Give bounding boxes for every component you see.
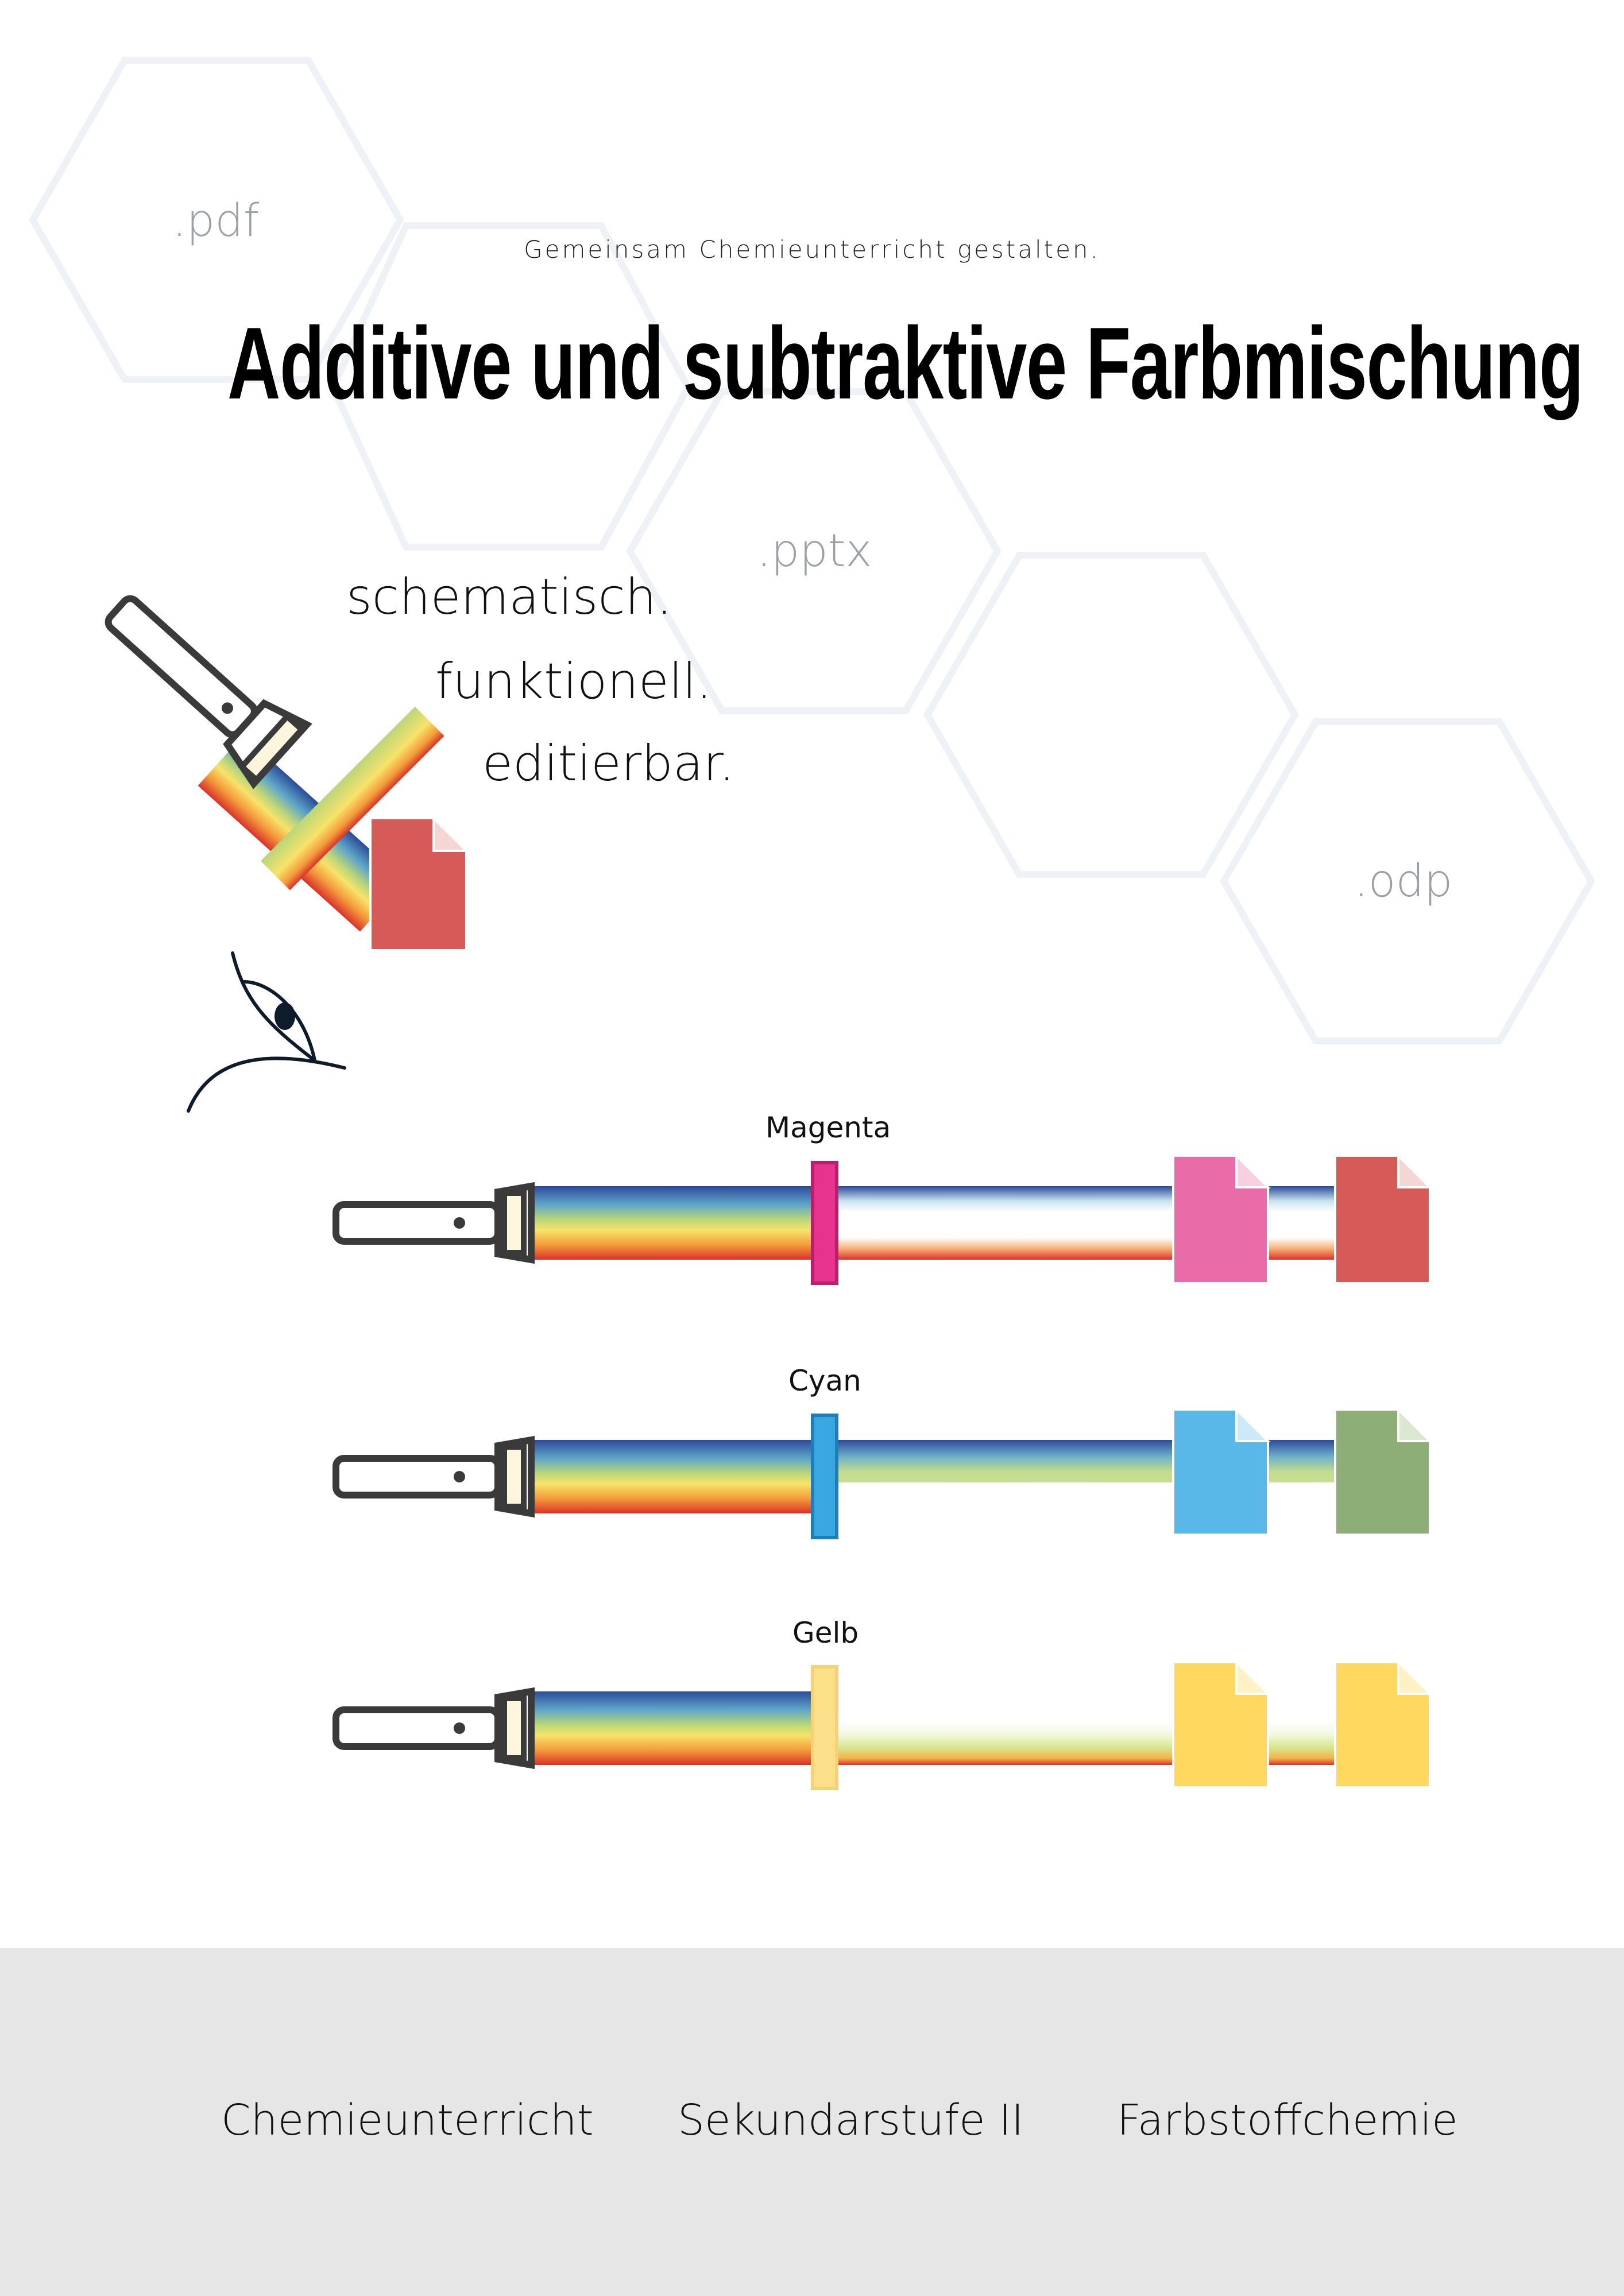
eye-icon bbox=[187, 951, 346, 1113]
page-title: Additive und subtraktive Farbmischung bbox=[227, 306, 1584, 420]
tagline: Gemeinsam Chemieunterricht gestalten. bbox=[524, 235, 1100, 264]
footer-item-farbstoffchemie: Farbstoffchemie bbox=[1117, 2096, 1458, 2145]
gelb-result-paper bbox=[1334, 1659, 1433, 1788]
top-lamp-handle bbox=[105, 595, 258, 738]
lamp-magenta bbox=[332, 1182, 535, 1264]
slogan-line-3: editierbar. bbox=[482, 735, 735, 792]
gelb-filter bbox=[811, 1665, 838, 1790]
magenta-object-paper bbox=[1172, 1153, 1271, 1284]
lamp-gelb bbox=[332, 1687, 535, 1770]
gelb-beam-incoming bbox=[531, 1691, 813, 1765]
cyan-filter bbox=[811, 1414, 838, 1539]
footer-item-sekundarstufe: Sekundarstufe II bbox=[678, 2096, 1024, 2145]
cyan-object-paper bbox=[1172, 1407, 1271, 1536]
footer-bar bbox=[0, 1948, 1624, 2296]
top-lamp-button bbox=[221, 702, 233, 714]
top-red-paper bbox=[369, 815, 469, 951]
hexagon-pdf bbox=[29, 57, 404, 383]
slogan-line-1: schematisch. bbox=[346, 568, 672, 626]
cyan-beam-incoming bbox=[531, 1440, 813, 1513]
magenta-result-paper bbox=[1334, 1153, 1433, 1284]
filter-label-magenta: Magenta bbox=[765, 1111, 891, 1144]
filter-row-cyan bbox=[531, 1407, 1433, 1539]
filter-label-cyan: Cyan bbox=[788, 1364, 861, 1397]
top-reflected-beam bbox=[260, 706, 444, 890]
format-label-odp: .odp bbox=[1354, 855, 1453, 907]
hexagon-odp bbox=[1220, 718, 1595, 1044]
slogan-line-2: funktionell. bbox=[435, 653, 712, 710]
hexagon-pptx bbox=[626, 388, 1002, 714]
lamp-cyan bbox=[332, 1435, 535, 1518]
hexagon-4 bbox=[923, 552, 1299, 878]
filter-label-gelb: Gelb bbox=[792, 1616, 859, 1650]
hexagon-2 bbox=[329, 222, 692, 551]
magenta-filter bbox=[811, 1161, 838, 1285]
magenta-beam-incoming bbox=[531, 1186, 813, 1260]
format-label-pptx: .pptx bbox=[757, 525, 872, 577]
top-lamp-illustration bbox=[105, 595, 469, 1113]
footer-item-chemieunterricht: Chemieunterricht bbox=[221, 2096, 594, 2145]
format-label-pdf: .pdf bbox=[172, 195, 260, 247]
top-lamp-bulb bbox=[238, 712, 306, 784]
gelb-object-paper bbox=[1172, 1659, 1271, 1788]
filter-row-gelb bbox=[531, 1659, 1433, 1790]
cyan-result-paper bbox=[1334, 1407, 1433, 1536]
filter-row-magenta bbox=[531, 1153, 1433, 1285]
